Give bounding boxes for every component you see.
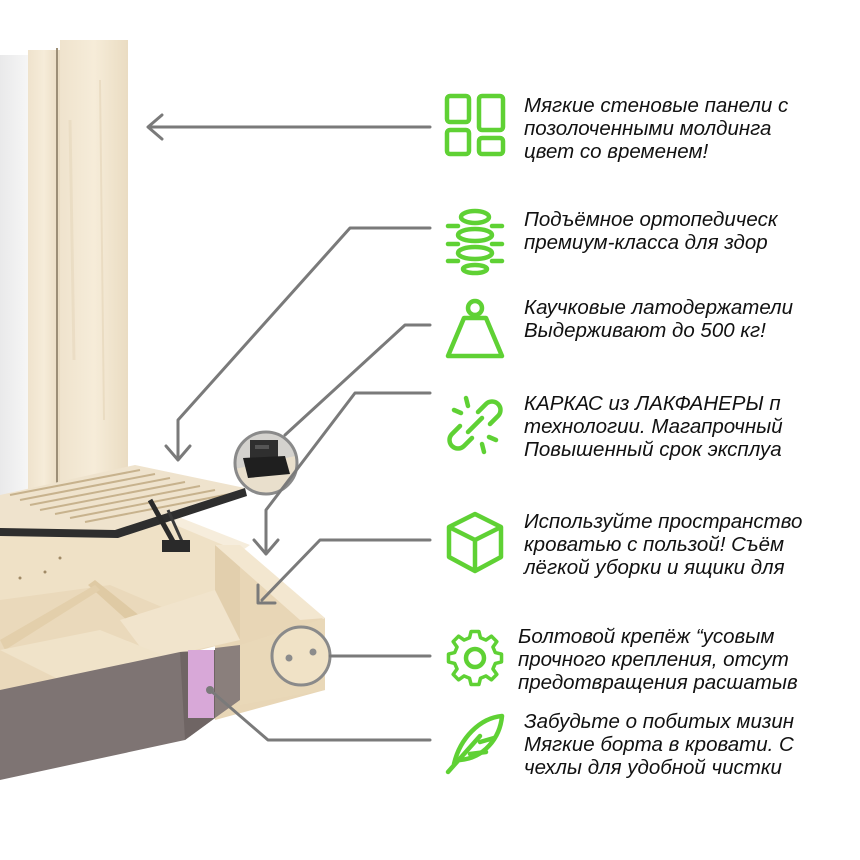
feature-wall-panels: Мягкие стеновые панели с позолоченными м…	[0, 92, 860, 172]
feature-text-line: технологии. Магапрочный	[524, 415, 783, 438]
panels-icon	[444, 93, 506, 157]
feature-text-line: позолоченными молдинга	[524, 117, 772, 140]
feature-text-line: кроватью с пользой! Съём	[524, 533, 785, 556]
spine-icon	[445, 208, 505, 276]
feature-text-line: прочного крепления, отсут	[518, 648, 789, 671]
feather-icon	[445, 713, 505, 775]
feature-text-line: Забудьте о побитых мизин	[524, 710, 795, 733]
slatted-frame	[0, 465, 247, 552]
feature-text-line: чехлы для удобной чистки	[524, 756, 782, 779]
feature-soft-bumpers: Забудьте о побитых мизин Мягкие борта в …	[0, 708, 860, 788]
feature-text-line: Подъёмное ортопедическ	[524, 208, 778, 231]
feature-text-line: Выдерживают до 500 кг!	[524, 319, 766, 342]
broken-link-icon	[447, 395, 503, 455]
feature-plywood-frame: КАРКАС из ЛАКФАНЕРЫ п технологии. Магапр…	[0, 390, 860, 470]
feature-text-line: Мягкие стеновые панели с	[524, 94, 789, 117]
feature-text-line: КАРКАС из ЛАКФАНЕРЫ п	[524, 392, 781, 415]
detail-circle-bolts	[270, 625, 332, 687]
feature-text-line: лёгкой уборки и ящики для	[524, 556, 785, 579]
feature-text-line: Используйте пространство	[524, 510, 803, 533]
feature-text-line: Болтовой крепёж “усовым	[518, 625, 775, 648]
wall-panels	[0, 40, 128, 500]
feature-lift-mechanism: Подъёмное ортопедическ премиум-класса дл…	[0, 206, 860, 286]
gear-icon	[446, 629, 504, 687]
callout-lines	[146, 113, 432, 742]
feature-storage-space: Используйте пространство кроватью с поль…	[0, 508, 860, 588]
cube-icon	[446, 511, 504, 574]
feature-text-line: цвет со временем!	[524, 140, 709, 163]
weight-icon	[445, 298, 505, 359]
feature-text-line: Повышенный срок эксплуа	[524, 438, 782, 461]
feature-text-line: Каучковые латодержатели	[524, 296, 794, 319]
feature-text-line: предотвращения расшатыв	[518, 671, 798, 694]
feature-text-line: Мягкие борта в кровати. С	[524, 733, 794, 756]
feature-bolt-fastening: Болтовой крепёж “усовым прочного креплен…	[0, 623, 860, 703]
feature-latex-holders: Каучковые латодержатели Выдерживают до 5…	[0, 294, 860, 374]
feature-text-line: премиум-класса для здор	[524, 231, 768, 254]
